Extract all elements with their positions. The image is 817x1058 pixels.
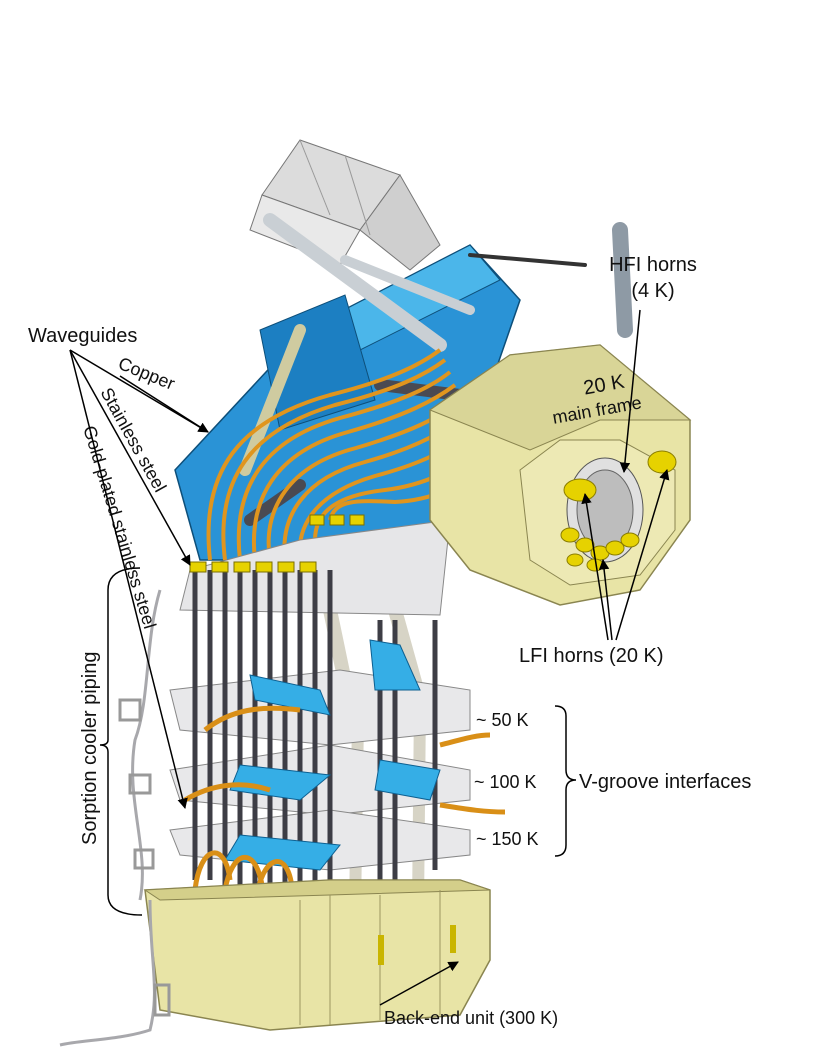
label-100k: ~ 100 K [474,772,537,792]
label-150k: ~ 150 K [476,829,539,849]
label-sorption-piping: Sorption cooler piping [79,652,101,845]
flange-row [189,514,365,573]
label-hfi-horns: HFI horns [609,254,697,276]
sorption-brace [99,567,143,916]
label-lfi-horns: LFI horns (20 K) [519,645,664,667]
v-groove-brace [554,705,577,857]
label-v-groove: V-groove interfaces [579,771,751,793]
struts [239,213,633,916]
lower-waveguides [183,705,506,891]
top-cooler-box [249,139,441,271]
sorption-piping [59,589,171,1047]
label-hfi-temp: (4 K) [631,280,674,302]
label-back-end-unit: Back-end unit (300 K) [384,1008,558,1028]
label-waveguides: Waveguides [28,325,137,347]
leader-lines [69,309,670,1006]
main-frame-20k [428,344,692,606]
label-50k: ~ 50 K [476,710,529,730]
label-copper: Copper [116,353,178,394]
lfi-horns [560,450,677,572]
